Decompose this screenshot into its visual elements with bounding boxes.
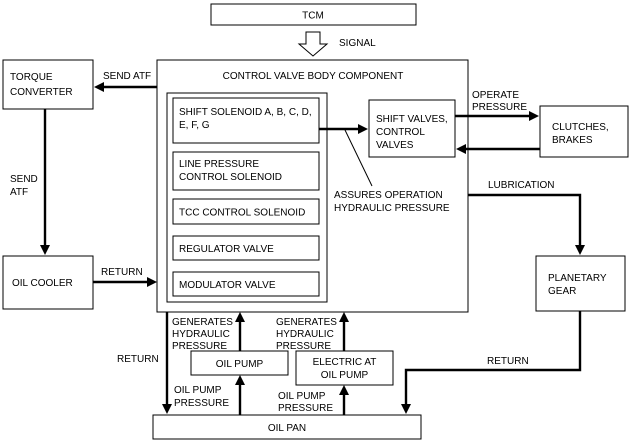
oil-pump-pressure-right-line2: PRESSURE xyxy=(278,403,333,414)
return-right-label: RETURN xyxy=(487,356,529,367)
clutches-brakes-label-line1: CLUTCHES, xyxy=(552,122,609,133)
clutches-brakes-label-line2: BRAKES xyxy=(552,135,593,146)
assures-operation-pointer xyxy=(344,129,373,187)
generates-left-line1: GENERATES xyxy=(172,317,233,328)
oil-pan-box: OIL PAN xyxy=(152,414,422,440)
operate-pressure-label-line2: PRESSURE xyxy=(472,102,527,113)
modulator-valve-box: MODULATOR VALVE xyxy=(172,271,320,297)
shift-valves-label-line1: SHIFT VALVES, xyxy=(376,114,448,125)
send-atf-top-label: SEND ATF xyxy=(103,71,151,82)
electric-pump-generates-arrow xyxy=(339,312,349,351)
lubrication-arrow xyxy=(468,193,585,255)
torque-converter-box: TORQUE CONVERTER xyxy=(2,59,94,110)
control-valve-body-label: CONTROL VALVE BODY COMPONENT xyxy=(223,71,404,82)
line-pressure-solenoid-label-line1: LINE PRESSURE xyxy=(179,159,259,170)
clutches-brakes-box: CLUTCHES, BRAKES xyxy=(539,105,629,158)
signal-arrow xyxy=(297,31,329,57)
oil-pump-pressure-right-line1: OIL PUMP xyxy=(278,391,326,402)
pan-to-electric-pump-arrow xyxy=(339,385,349,415)
planetary-gear-label-line2: GEAR xyxy=(548,286,576,297)
oil-pump-pressure-left-line1: OIL PUMP xyxy=(174,385,222,396)
valve-body-return-arrow xyxy=(162,312,172,414)
oil-pump-pressure-left-line2: PRESSURE xyxy=(174,398,229,409)
cooler-return-arrow xyxy=(93,277,157,287)
electric-oil-pump-label-line1: ELECTRIC AT xyxy=(313,357,377,368)
send-atf-left-label-line1: SEND xyxy=(10,174,38,185)
operate-pressure-arrow xyxy=(455,111,539,121)
tcm-box: TCM xyxy=(210,3,417,26)
clutches-return-arrow xyxy=(456,144,540,154)
electric-oil-pump-label-line2: OIL PUMP xyxy=(321,370,369,381)
shift-solenoid-label-line1: SHIFT SOLENOID A, B, C, D, xyxy=(179,107,312,118)
torque-converter-label-line1: TORQUE xyxy=(10,72,53,83)
oil-pump-generates-arrow xyxy=(235,312,245,351)
solenoid-to-shift-valves-arrow xyxy=(319,124,368,134)
oil-pan-label: OIL PAN xyxy=(268,423,306,434)
generates-left-line2: HYDRAULIC xyxy=(172,329,230,340)
generates-left-line3: PRESSURE xyxy=(172,341,227,352)
oil-cooler-box: OIL COOLER xyxy=(2,255,94,310)
shift-solenoid-label-line2: E, F, G xyxy=(179,120,210,131)
tcm-label: TCM xyxy=(302,11,324,22)
shift-valves-label-line3: VALVES xyxy=(376,140,414,151)
solenoid-group: SHIFT SOLENOID A, B, C, D, E, F, G LINE … xyxy=(166,92,328,303)
regulator-valve-box: REGULATOR VALVE xyxy=(172,235,320,261)
pan-to-oil-pump-arrow xyxy=(235,375,245,415)
line-pressure-solenoid-box: LINE PRESSURE CONTROL SOLENOID xyxy=(172,151,320,191)
line-pressure-solenoid-label-line2: CONTROL SOLENOID xyxy=(179,172,282,183)
oil-pump-box: OIL PUMP xyxy=(190,350,289,376)
modulator-valve-label: MODULATOR VALVE xyxy=(179,280,276,291)
return-left-label: RETURN xyxy=(117,354,159,365)
shift-valves-box: SHIFT VALVES, CONTROL VALVES xyxy=(368,99,456,158)
signal-label: SIGNAL xyxy=(339,38,376,49)
planetary-gear-box: PLANETARY GEAR xyxy=(535,255,626,312)
lubrication-label: LUBRICATION xyxy=(488,180,555,191)
torque-converter-label-line2: CONVERTER xyxy=(10,87,73,98)
send-atf-left-label-line2: ATF xyxy=(10,187,28,198)
generates-right-line2: HYDRAULIC xyxy=(276,329,334,340)
regulator-valve-label: REGULATOR VALVE xyxy=(179,244,274,255)
planetary-gear-label-line1: PLANETARY xyxy=(548,273,607,284)
torque-converter-to-cooler-arrow xyxy=(40,109,50,255)
tcc-solenoid-label: TCC CONTROL SOLENOID xyxy=(179,208,305,219)
tcc-solenoid-box: TCC CONTROL SOLENOID xyxy=(172,198,320,225)
oil-cooler-label: OIL COOLER xyxy=(12,278,73,289)
oil-pump-label: OIL PUMP xyxy=(216,359,264,370)
electric-oil-pump-box: ELECTRIC AT OIL PUMP xyxy=(295,350,394,386)
assures-operation-label-line2: HYDRAULIC PRESSURE xyxy=(334,203,450,214)
send-atf-arrow xyxy=(94,82,157,92)
generates-right-line1: GENERATES xyxy=(276,317,337,328)
shift-solenoid-box: SHIFT SOLENOID A, B, C, D, E, F, G xyxy=(172,97,320,144)
generates-right-line3: PRESSURE xyxy=(276,341,331,352)
assures-operation-label-line1: ASSURES OPERATION xyxy=(334,190,443,201)
shift-valves-label-line2: CONTROL xyxy=(376,127,425,138)
planetary-return-arrow xyxy=(401,311,582,414)
return-cooler-label: RETURN xyxy=(101,267,143,278)
operate-pressure-label-line1: OPERATE xyxy=(472,90,519,101)
